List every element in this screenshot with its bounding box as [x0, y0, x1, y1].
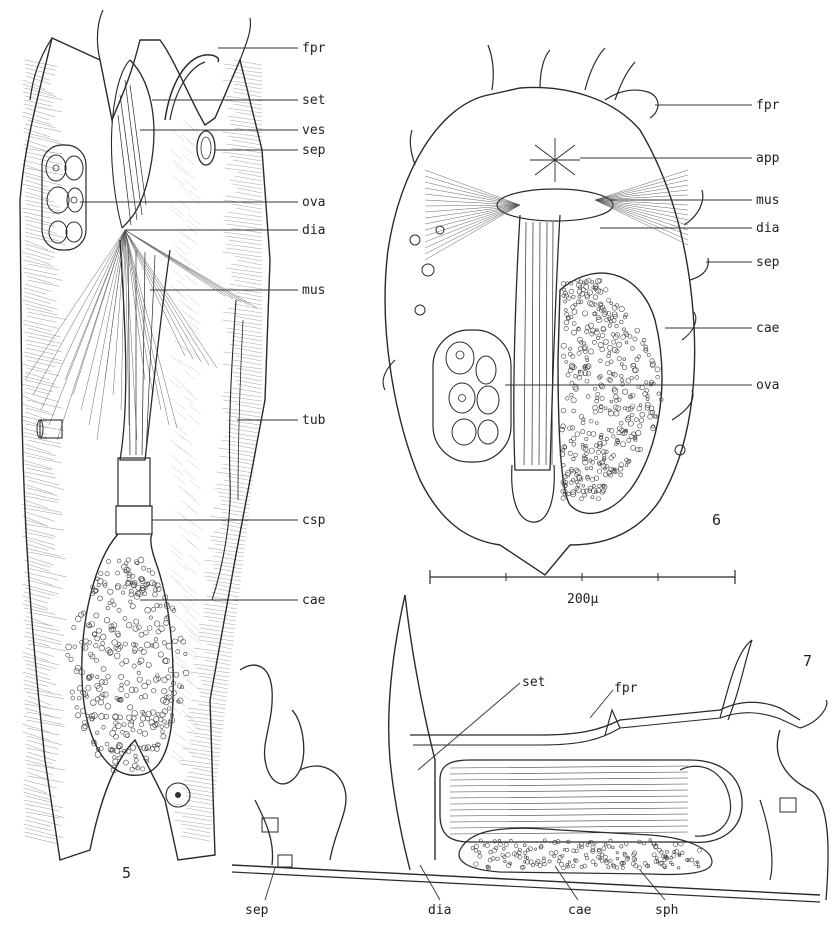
fig5-septum-pore: [197, 131, 215, 165]
fig6-orifice-app: [497, 138, 613, 221]
fig6-scale-bar: [430, 570, 735, 584]
fig5-leaders: [80, 48, 298, 600]
fig5-muscle-fibres: [25, 230, 257, 440]
fig6-label-ova: ova: [756, 378, 779, 393]
fig5-label-tub: tub: [302, 413, 326, 428]
fig7-polypide: [440, 760, 742, 875]
fig5-label-cae: cae: [302, 593, 326, 608]
fig5-lower-pore: [166, 783, 190, 807]
fig7-label-set: set: [522, 675, 545, 690]
fig6-label-mus: mus: [756, 193, 779, 208]
fig6-polypide: [512, 215, 560, 522]
fig5-label-dia: dia: [302, 223, 325, 238]
fig5-label-mus: mus: [302, 283, 325, 298]
fig7-section-outline: [232, 595, 828, 902]
fig7-tentacle-lines: [450, 766, 688, 834]
fig5-ova-cluster: [42, 145, 86, 250]
fig5-body-outline: [20, 10, 270, 860]
fig5-label-sep: sep: [302, 143, 326, 158]
figure-6: fpr app mus dia sep cae ova 6 200μ: [383, 45, 780, 607]
fig7-label-sph: sph: [655, 903, 678, 918]
fig5-caecum-granules: [66, 557, 189, 773]
fig6-caecum-granules: [560, 278, 663, 501]
fig6-label-dia: dia: [756, 221, 779, 236]
fig5-polypide: [66, 240, 189, 775]
fig5-tube-lumen: [212, 300, 243, 600]
figure-6-number: 6: [712, 511, 721, 529]
fig6-ova-cluster: [433, 330, 511, 462]
fig7-label-cae: cae: [568, 903, 592, 918]
fig6-caecum: [558, 273, 663, 513]
fig6-label-sep: sep: [756, 255, 780, 270]
scale-bar-label: 200μ: [567, 592, 598, 607]
fig7-label-dia: dia: [428, 903, 451, 918]
fig5-side-stub: [37, 420, 62, 438]
fig5-label-ova: ova: [302, 195, 325, 210]
fig5-setae: [111, 60, 153, 228]
figure-7-number: 7: [803, 652, 812, 670]
figure-7: set fpr sep dia cae sph 7: [232, 595, 828, 918]
figure-5-number: 5: [122, 864, 131, 882]
fig7-leaders: [265, 683, 665, 900]
fig6-label-app: app: [756, 151, 780, 166]
fig5-label-csp: csp: [302, 513, 326, 528]
figure-5: fpr set ves sep ova dia mus tub csp cae …: [20, 10, 326, 882]
fig5-label-fpr: fpr: [302, 41, 326, 56]
fig6-label-cae: cae: [756, 321, 780, 336]
fig6-muscle-fibres: [425, 170, 688, 260]
fig7-caecum-granules: [471, 839, 701, 870]
fig5-fpr-process: [165, 55, 218, 120]
fig7-label-fpr: fpr: [614, 681, 638, 696]
fig6-leaders: [505, 105, 752, 385]
fig6-label-fpr: fpr: [756, 98, 780, 113]
fig6-zooecium-outline: [383, 45, 708, 575]
fig5-label-set: set: [302, 93, 325, 108]
fig5-label-ves: ves: [302, 123, 325, 138]
fig7-label-sep: sep: [245, 903, 269, 918]
